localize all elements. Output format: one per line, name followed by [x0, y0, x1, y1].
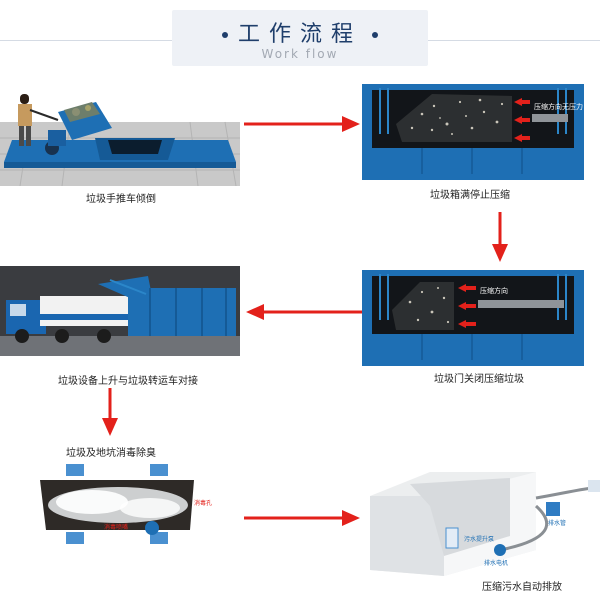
step-6-motor-label: 排水电机: [484, 560, 509, 567]
step-1-caption: 垃圾手推车倾倒: [86, 194, 156, 205]
title-dot-right: [372, 32, 378, 38]
step-3-caption: 垃圾门关闭压缩垃圾: [434, 374, 524, 385]
step-6-pump-label: 污水提升泵: [464, 536, 495, 543]
step-3-image: 压缩方向: [362, 270, 584, 366]
step-5-image: 消毒孔 消毒喷嘴: [22, 458, 222, 550]
arrow-left-1: [246, 304, 362, 320]
step-5-caption: 垃圾及地坑消毒除臭: [66, 448, 156, 459]
step-2-caption: 垃圾箱满停止压缩: [430, 190, 510, 201]
step-2-direction-label: 压缩方向无压力: [534, 103, 583, 111]
arrow-right-1: [244, 116, 360, 132]
page-title: 工作流程: [237, 22, 362, 47]
step-4-caption: 垃圾设备上升与垃圾转运车对接: [58, 376, 198, 387]
step-5-label-bottom: 消毒喷嘴: [104, 524, 129, 531]
arrow-down-1: [492, 212, 508, 262]
step-4-image: [0, 266, 240, 356]
step-1-image: [0, 82, 240, 186]
title-box: 工作流程 Work flow: [172, 10, 428, 66]
step-5-label-right: 消毒孔: [194, 500, 213, 507]
step-3-direction-label: 压缩方向: [480, 287, 508, 295]
arrow-down-2: [102, 388, 118, 436]
step-6-pipe-label: 排水管: [548, 520, 567, 527]
arrow-right-2: [244, 510, 360, 526]
step-6-caption: 压缩污水自动排放: [482, 582, 562, 593]
page-subtitle: Work flow: [261, 47, 339, 61]
step-2-image: 压缩方向无压力: [362, 84, 584, 180]
title-dot-left: [221, 32, 228, 38]
step-6-image: 污水提升泵 排水管 排水电机: [360, 466, 600, 578]
